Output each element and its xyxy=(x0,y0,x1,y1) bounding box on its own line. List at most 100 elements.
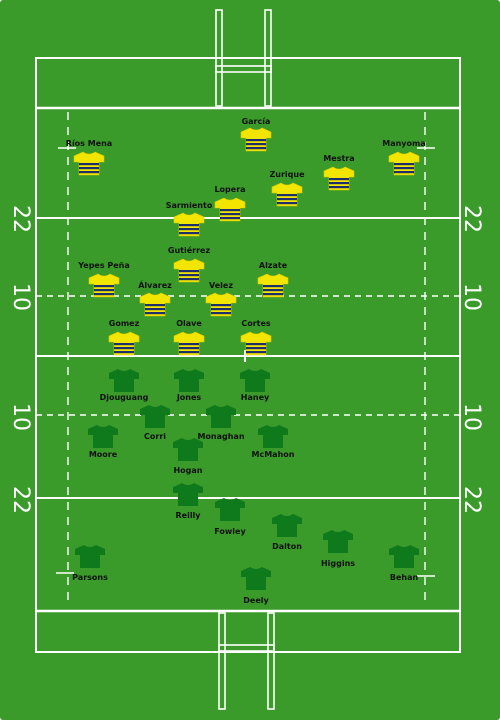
jersey-hoop xyxy=(246,147,266,150)
jersey-hoop xyxy=(246,347,266,350)
yard-label-10-top-right: 10 xyxy=(459,283,484,311)
jersey-hoop xyxy=(145,304,165,307)
player-name: García xyxy=(242,117,271,126)
player-name: McMahon xyxy=(252,450,295,459)
player-marker: Gomez xyxy=(108,319,140,356)
player-name: Fowley xyxy=(214,527,246,536)
jersey-hoop xyxy=(179,224,199,227)
jersey-hoop xyxy=(114,351,134,354)
player-marker: Olave xyxy=(173,319,205,356)
jersey-hoop xyxy=(246,343,266,346)
player-name: Yepes Peña xyxy=(77,261,130,270)
jersey-hoop xyxy=(329,178,349,181)
player-name: Monaghan xyxy=(197,432,244,441)
player-name: Haney xyxy=(241,393,270,402)
pitch-markings xyxy=(35,57,461,653)
player-marker: Velez xyxy=(205,281,237,317)
jersey-hoop xyxy=(220,217,240,220)
player-marker: Zurique xyxy=(269,170,305,207)
player-marker: Corri xyxy=(140,405,170,441)
jersey-hoop xyxy=(211,312,231,315)
jersey-hoop xyxy=(94,293,114,296)
player-name: Parsons xyxy=(72,573,108,582)
jersey-hoop xyxy=(179,351,199,354)
jersey-hoop xyxy=(79,167,99,170)
player-marker: Fowley xyxy=(214,498,246,536)
jersey-hoop xyxy=(220,209,240,212)
player-name: Djouguang xyxy=(100,393,149,402)
jersey-hoop xyxy=(277,194,297,197)
jersey-icon xyxy=(389,545,419,568)
jersey-hoop xyxy=(211,304,231,307)
player-marker: Álvarez xyxy=(138,279,172,317)
player-name: Dalton xyxy=(272,542,302,551)
player-name: Lopera xyxy=(214,185,245,194)
yard-label-10-bottom-left: 10 xyxy=(8,403,33,431)
player-marker: Sarmiento xyxy=(166,201,213,237)
jersey-hoop xyxy=(246,351,266,354)
player-name: Higgins xyxy=(321,559,355,568)
player-marker: Mestra xyxy=(323,154,355,191)
yard-label-10-top-left: 10 xyxy=(8,283,33,311)
player-marker: Haney xyxy=(240,369,270,402)
jersey-icon xyxy=(140,405,170,428)
jersey-hoop xyxy=(329,186,349,189)
player-marker: Higgins xyxy=(321,530,355,568)
player-name: Álvarez xyxy=(138,279,172,290)
jersey-icon xyxy=(173,438,203,461)
player-marker: McMahon xyxy=(252,425,295,459)
jersey-icon xyxy=(174,369,204,392)
jersey-hoop xyxy=(179,278,199,281)
player-marker: Hogan xyxy=(173,438,203,475)
jersey-hoop xyxy=(145,308,165,311)
player-name: Mestra xyxy=(323,154,354,163)
player-name: Jones xyxy=(176,393,202,402)
player-name: Gutiérrez xyxy=(168,245,211,255)
jersey-hoop xyxy=(329,182,349,185)
jersey-hoop xyxy=(114,343,134,346)
jersey-icon xyxy=(109,369,139,392)
jersey-hoop xyxy=(263,293,283,296)
jersey-hoop xyxy=(79,163,99,166)
player-name: Reilly xyxy=(175,511,201,520)
player-marker: Deely xyxy=(241,567,271,605)
player-marker: Reilly xyxy=(173,483,203,520)
jersey-icon xyxy=(272,514,302,537)
jersey-hoop xyxy=(277,198,297,201)
player-marker: Jones xyxy=(174,369,204,402)
jersey-hoop xyxy=(94,289,114,292)
jersey-hoop xyxy=(220,213,240,216)
player-name: Corri xyxy=(144,432,166,441)
yard-label-22-bottom-right: 22 xyxy=(459,486,484,514)
jersey-hoop xyxy=(79,171,99,174)
player-marker: García xyxy=(240,117,272,152)
jersey-hoop xyxy=(179,270,199,273)
yard-label-22-top-right: 22 xyxy=(459,205,484,233)
jersey-hoop xyxy=(277,202,297,205)
jersey-icon xyxy=(241,567,271,590)
jersey-hoop xyxy=(394,167,414,170)
yard-label-22-top-left: 22 xyxy=(8,205,33,233)
player-marker: Parsons xyxy=(72,545,108,582)
player-marker: Yepes Peña xyxy=(77,261,130,298)
jersey-icon xyxy=(323,530,353,553)
jersey-hoop xyxy=(114,347,134,350)
jersey-hoop xyxy=(94,285,114,288)
player-marker: Djouguang xyxy=(100,369,149,402)
jersey-hoop xyxy=(394,163,414,166)
player-name: Velez xyxy=(209,281,233,290)
player-marker: Manyoma xyxy=(382,139,426,176)
jersey-hoop xyxy=(263,289,283,292)
player-name: Manyoma xyxy=(382,139,426,148)
player-name: Zurique xyxy=(269,170,305,179)
jersey-hoop xyxy=(179,274,199,277)
player-name: Behan xyxy=(390,573,419,582)
jersey-icon xyxy=(240,369,270,392)
jersey-hoop xyxy=(246,143,266,146)
player-marker: Ríos Mena xyxy=(66,139,112,176)
goal-posts-top xyxy=(215,9,272,107)
player-marker: Dalton xyxy=(272,514,302,551)
player-name: Gomez xyxy=(109,319,140,328)
